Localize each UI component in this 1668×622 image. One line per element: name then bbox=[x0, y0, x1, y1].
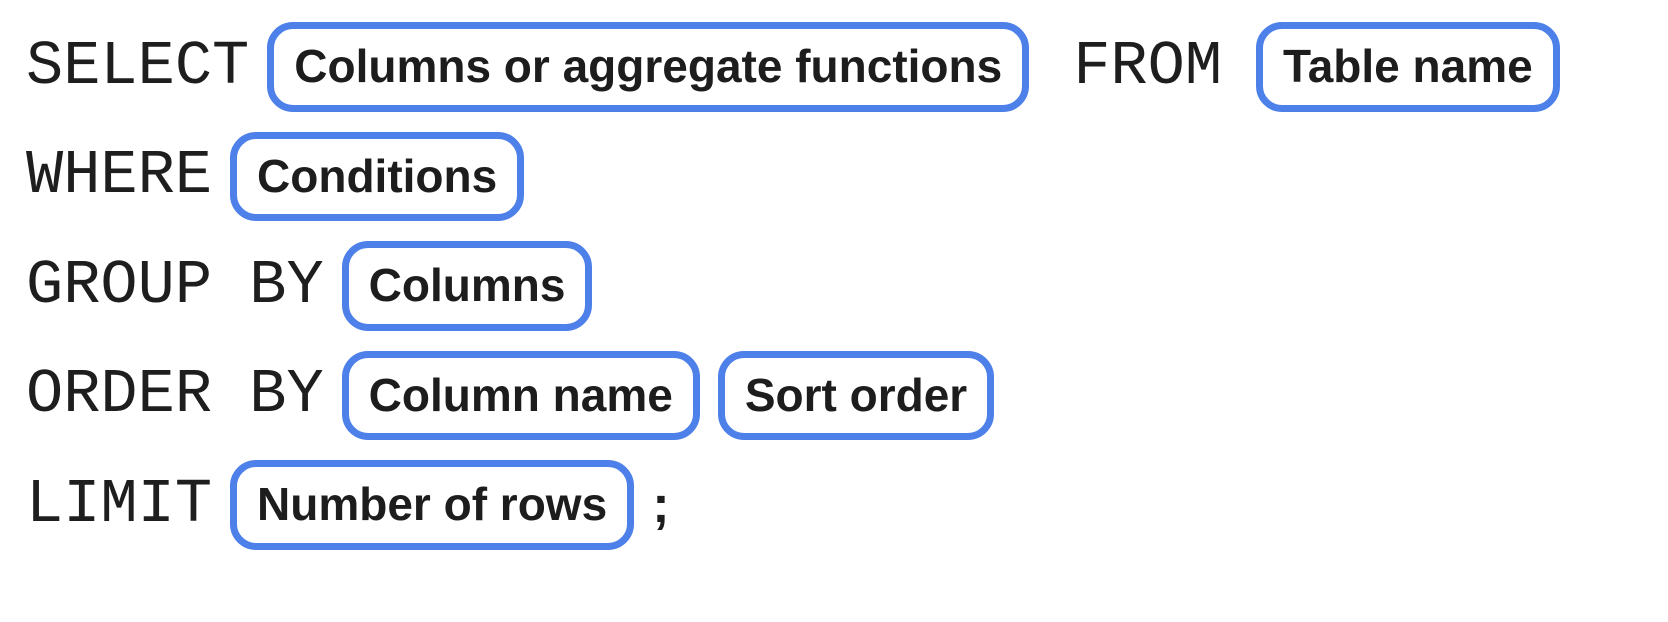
keyword-from: FROM bbox=[1073, 30, 1223, 102]
sql-row-select-from: SELECT Columns or aggregate functions FR… bbox=[26, 22, 1658, 112]
placeholder-columns: Columns bbox=[341, 241, 593, 331]
sql-row-where: WHERE Conditions bbox=[26, 131, 1658, 221]
placeholder-sort-order: Sort order bbox=[717, 350, 995, 440]
sql-row-group-by: GROUP BY Columns bbox=[26, 241, 1658, 331]
sql-row-order-by: ORDER BY Column name Sort order bbox=[26, 350, 1658, 440]
sql-row-limit: LIMIT Number of rows ; bbox=[26, 460, 1658, 550]
keyword-limit: LIMIT bbox=[26, 468, 213, 540]
placeholder-columns-or-aggregate-functions: Columns or aggregate functions bbox=[267, 22, 1030, 112]
keyword-select: SELECT bbox=[26, 30, 250, 102]
placeholder-conditions: Conditions bbox=[230, 131, 525, 221]
semicolon: ; bbox=[652, 475, 670, 534]
keyword-group-by: GROUP BY bbox=[26, 249, 324, 321]
keyword-where: WHERE bbox=[26, 140, 213, 212]
placeholder-column-name: Column name bbox=[341, 350, 700, 440]
keyword-order-by: ORDER BY bbox=[26, 359, 324, 431]
placeholder-table-name: Table name bbox=[1256, 22, 1560, 112]
placeholder-number-of-rows: Number of rows bbox=[230, 460, 635, 550]
